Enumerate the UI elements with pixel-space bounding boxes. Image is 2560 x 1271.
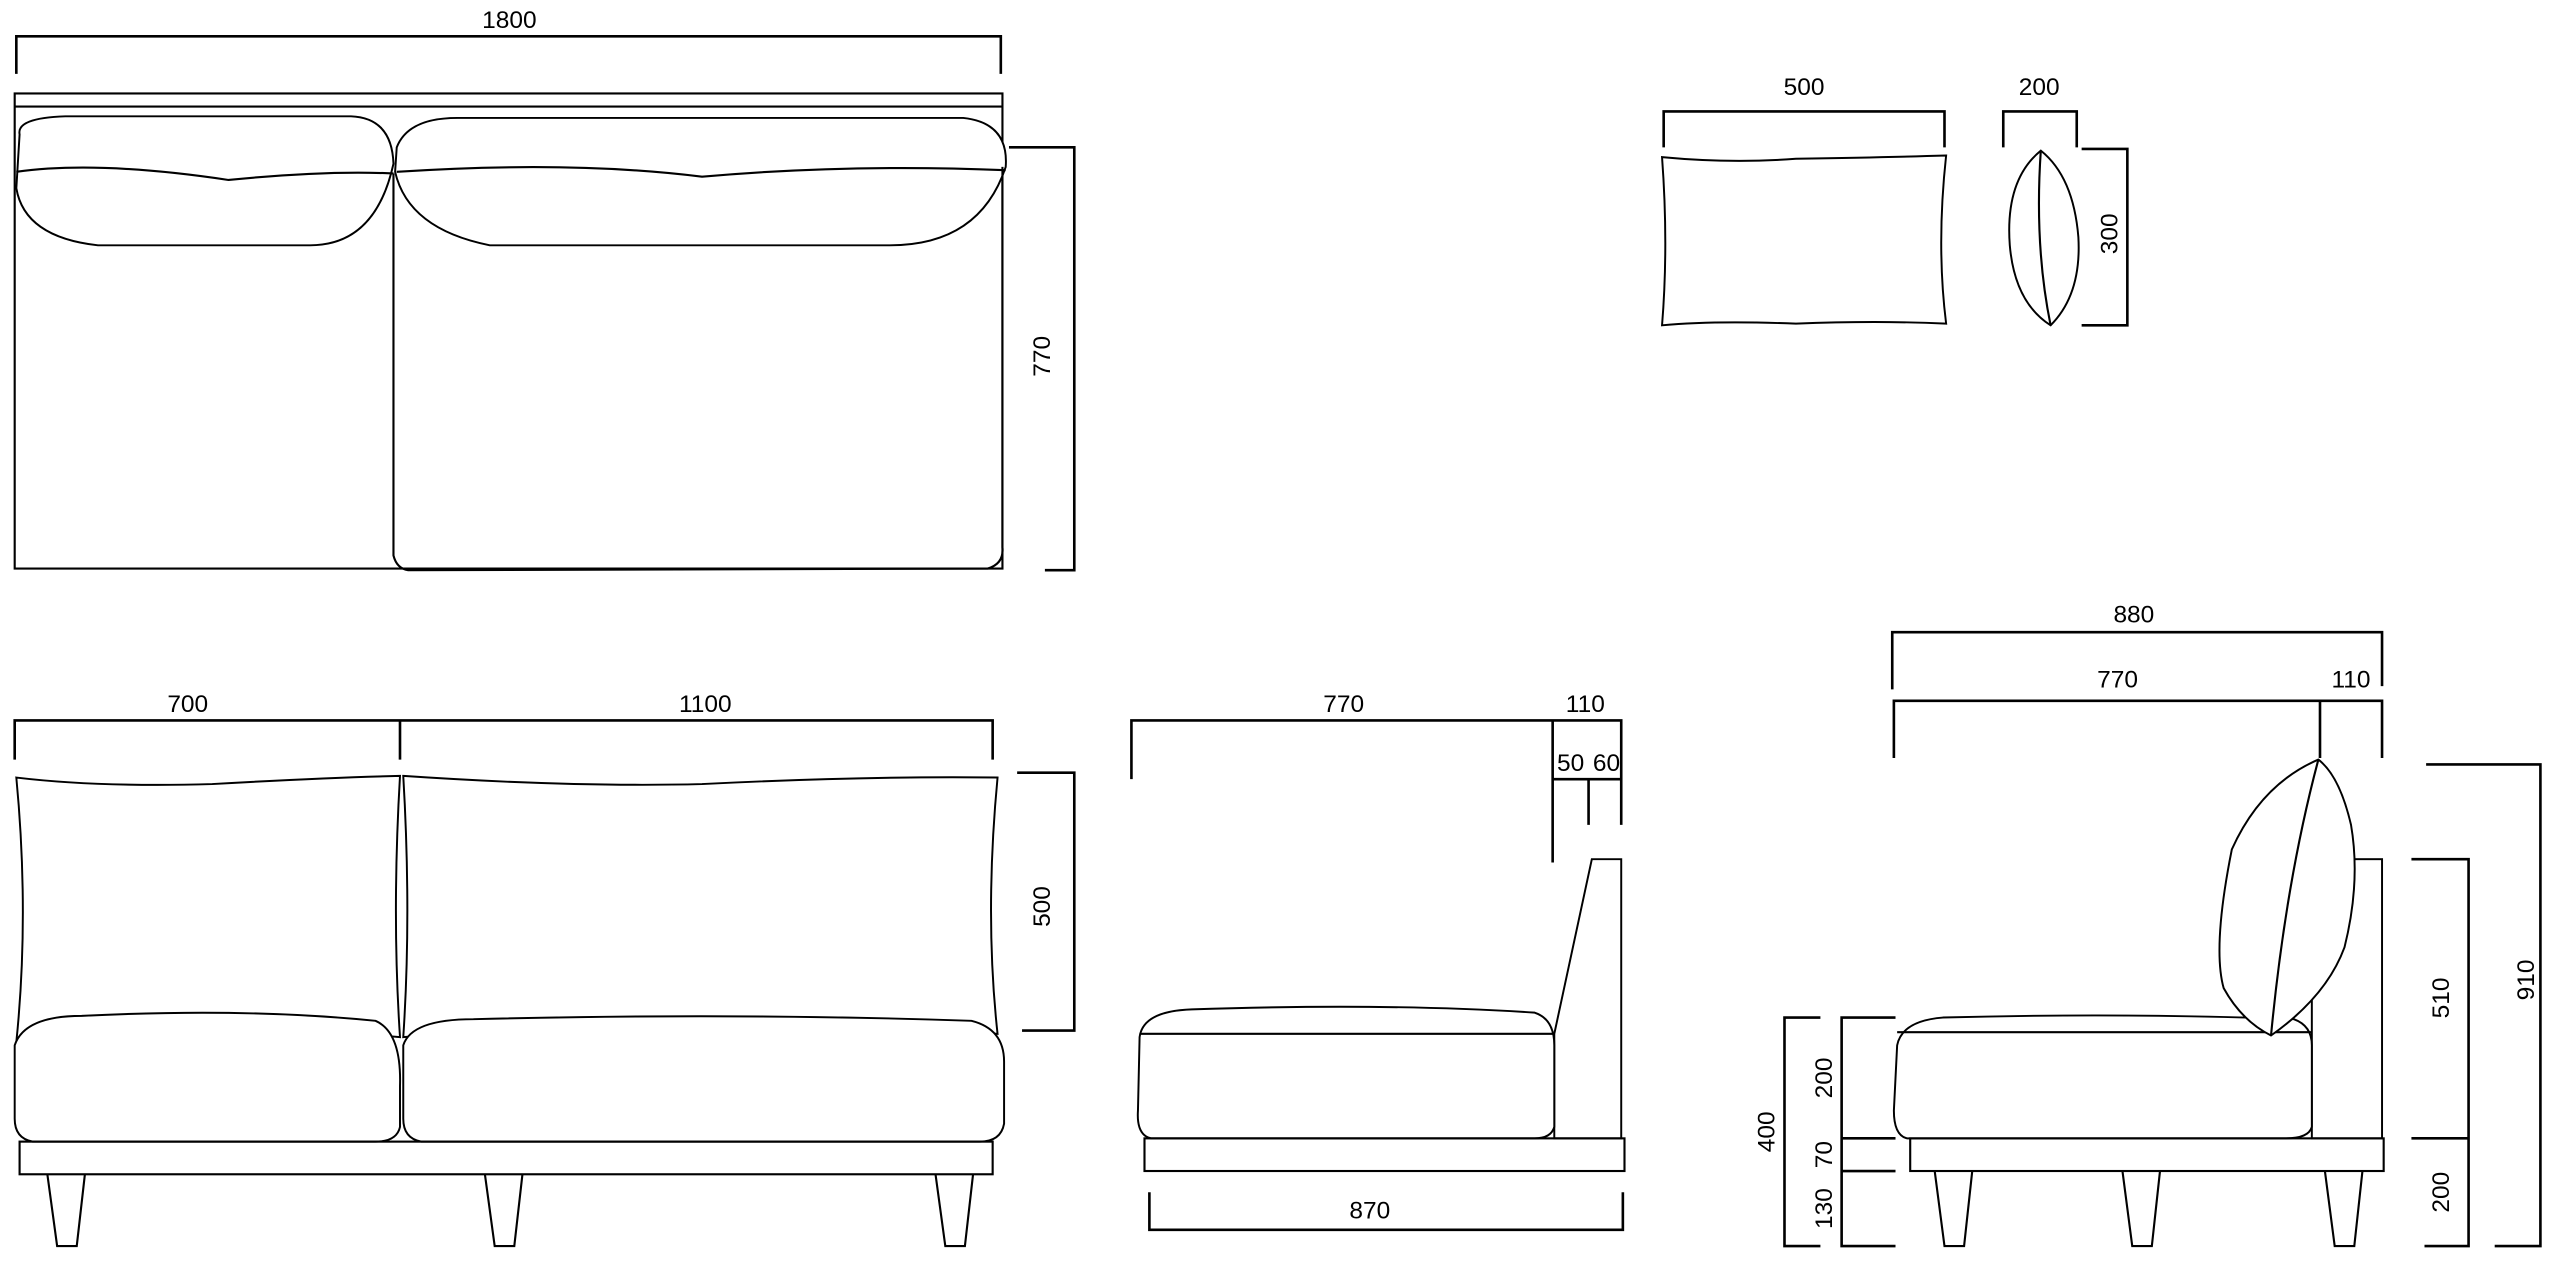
dim-label-total-height: 910 bbox=[2513, 960, 2540, 1001]
dim-line-base-depth bbox=[1148, 1192, 1625, 1232]
seat-cushion-b bbox=[1892, 1014, 2313, 1140]
dim-line-width bbox=[15, 35, 1003, 74]
cushion-seam-left bbox=[16, 166, 394, 182]
base-frame bbox=[18, 1140, 994, 1176]
dim-label-pillow-thickness: 200 bbox=[2019, 74, 2060, 101]
seat-cushion-side bbox=[1136, 1005, 1556, 1140]
dim-line-pillow-thickness bbox=[2001, 110, 2079, 148]
back-cushion-left bbox=[15, 115, 395, 247]
back-cushion-left-front bbox=[15, 774, 402, 1044]
base-frame-side bbox=[1143, 1137, 1626, 1173]
side-view-a: 770 110 50 60 870 bbox=[1130, 691, 1626, 1232]
dim-lines-side-a-top bbox=[1130, 719, 1623, 863]
backrest bbox=[1553, 858, 1623, 1140]
dim-label-back-top: 50 bbox=[1557, 750, 1584, 777]
dim-label-cushion-height: 500 bbox=[1029, 886, 1056, 927]
base-frame-b bbox=[1909, 1137, 2385, 1173]
pillow-front bbox=[1660, 154, 1948, 327]
dim-label-right-width: 1100 bbox=[679, 691, 732, 718]
dim-line-total-depth bbox=[1890, 630, 2384, 690]
dim-label-leg-b: 130 bbox=[1811, 1188, 1838, 1229]
back-cushion-right-front bbox=[402, 774, 999, 1039]
legs-b bbox=[1933, 1170, 2364, 1248]
dim-label-lower-height: 200 bbox=[2428, 1172, 2455, 1213]
legs bbox=[46, 1174, 975, 1248]
dim-label-depth: 770 bbox=[1029, 336, 1056, 377]
dim-line-back-height bbox=[2411, 857, 2470, 1248]
dim-label-cushion-b: 200 bbox=[1811, 1058, 1838, 1099]
dim-label-back-depth: 110 bbox=[1566, 691, 1605, 718]
dim-label-left-width: 700 bbox=[167, 691, 208, 718]
back-pillow-seam bbox=[2269, 759, 2320, 1036]
dim-label-seat-depth-b: 770 bbox=[2097, 667, 2138, 694]
dim-line-cushion-height bbox=[1017, 771, 1076, 1032]
dim-line-seat-height bbox=[1783, 1016, 1821, 1248]
seat-cushion-left bbox=[13, 1011, 401, 1143]
pillow-side bbox=[2008, 149, 2080, 327]
dim-line-pillow-width bbox=[1662, 110, 1946, 148]
dim-label-pillow-width: 500 bbox=[1784, 74, 1825, 101]
dim-line-total-height bbox=[2426, 763, 2542, 1248]
dim-label-seat-depth: 770 bbox=[1323, 691, 1364, 718]
dim-label-back-depth-b: 110 bbox=[2332, 667, 2371, 694]
dim-line-depths-b bbox=[1892, 699, 2384, 758]
dim-label-base-depth: 870 bbox=[1349, 1197, 1390, 1224]
dim-line-depth bbox=[1008, 146, 1076, 572]
pillow-seam bbox=[2037, 150, 2052, 326]
dim-label-base-b: 70 bbox=[1811, 1141, 1838, 1168]
seat-cushion-right-top bbox=[392, 166, 1004, 572]
front-view: 700 1100 500 bbox=[13, 691, 1076, 1248]
dim-line-front-widths bbox=[13, 719, 994, 760]
dim-label-back-bottom: 60 bbox=[1593, 750, 1620, 777]
seat-cushion-right bbox=[402, 1015, 1006, 1143]
dim-label-width: 1800 bbox=[482, 7, 536, 34]
dim-line-seat-breakdown bbox=[1840, 1016, 1896, 1248]
dim-label-back-height: 510 bbox=[2428, 978, 2455, 1019]
side-view-b: 880 770 110 400 200 70 130 510 200 910 bbox=[1754, 601, 2542, 1248]
dim-label-seat-height: 400 bbox=[1754, 1111, 1781, 1152]
cushion-seam-right bbox=[396, 166, 1006, 178]
dim-label-total-depth: 880 bbox=[2113, 601, 2154, 628]
back-cushion-right bbox=[394, 116, 1007, 247]
dim-label-pillow-height: 300 bbox=[2097, 213, 2124, 254]
pillow-views: 500 200 300 bbox=[1660, 74, 2129, 327]
top-view: 1800 770 bbox=[13, 7, 1076, 572]
dim-line-pillow-height bbox=[2081, 147, 2129, 327]
